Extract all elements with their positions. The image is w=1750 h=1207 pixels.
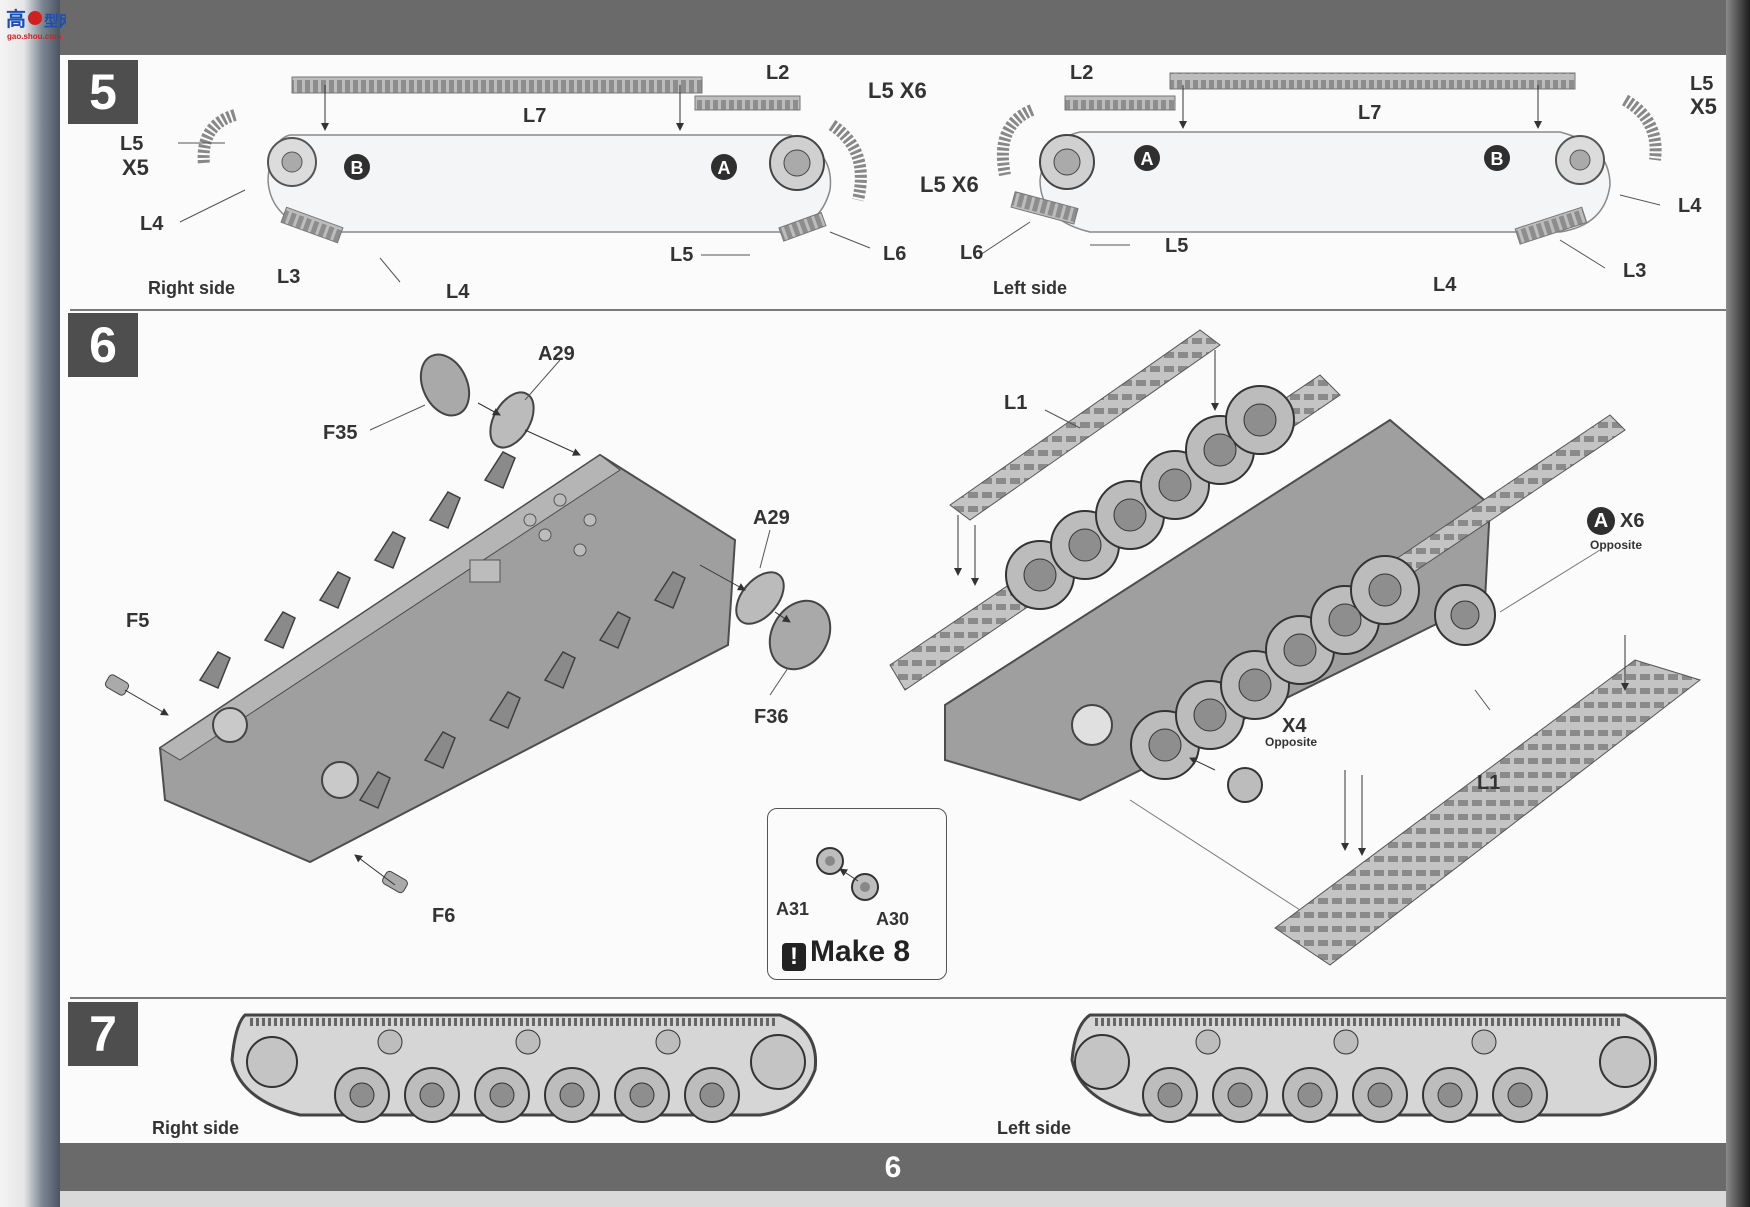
make-quantity: !Make 8 [782,935,910,971]
label-l7: L7 [1358,102,1382,124]
part-f6-icon [382,870,408,894]
scan-left-edge [0,0,60,1207]
step6-track-diagram [889,329,1702,966]
label-l7: L7 [523,105,547,127]
track-l5x6-curve [828,119,867,202]
track-l6 [1010,191,1079,225]
callout-a-icon [711,154,737,180]
label-l6: L6 [960,242,984,264]
scan-right-edge [1726,0,1750,1207]
make-quantity-text: Make 8 [810,935,911,968]
step5-right-diagram: B A [178,76,871,283]
callout-a-icon: A [1587,507,1615,535]
step-divider [70,309,1726,311]
label-l5: L5 [1690,73,1714,95]
track-l5-curve [1621,94,1662,161]
label-l4: L4 [140,213,164,235]
label-x5: X5 [1690,94,1717,119]
label-l5-x6: L5 X6 [868,78,927,103]
label-a31: A31 [776,899,810,919]
idler-wheel-icon [1074,1034,1130,1090]
right-side-caption: Right side [148,278,236,298]
step7-left-profile [1070,1013,1658,1123]
track-l5-curve [197,109,237,166]
step7-right-profile [230,1013,818,1123]
callout-b-label: B [1491,149,1504,169]
label-l5: L5 [670,244,694,266]
step-number-5: 5 [68,60,138,124]
logo-glyph: 高 [6,7,26,31]
label-l4: L4 [1433,274,1457,296]
callout-b-icon [344,154,370,180]
label-l5-x6: L5 X6 [920,172,979,197]
label-l1: L1 [1477,772,1501,794]
track-l7-upper [1169,72,1576,90]
sprocket-wheel-icon [1599,1036,1651,1088]
track-l7-upper [291,76,703,94]
label-a30: A30 [876,909,910,929]
right-side-caption: Right side [152,1118,240,1138]
callout-a-icon [1134,145,1160,171]
logo-line2: gao.shou.com [7,32,61,41]
step6-hull-diagram [104,353,832,894]
step-number-6: 6 [68,313,138,377]
callout-b-icon [1484,145,1510,171]
callout-a-label: A [718,158,731,178]
label-opposite: Opposite [1590,538,1643,552]
label-f36: F36 [754,706,789,728]
label-f5: F5 [126,610,150,632]
track-l1-upper [949,329,1221,521]
page-number: 6 [884,1151,902,1184]
left-side-caption: Left side [993,278,1068,298]
track-l5x6-curve [996,104,1035,177]
callout-a-label: A [1141,149,1154,169]
label-l4: L4 [1678,195,1702,217]
label-l2: L2 [1070,62,1094,84]
label-l3: L3 [277,266,301,288]
step-number-7: 7 [68,1002,138,1066]
label-opposite: Opposite [1265,735,1318,749]
left-side-caption: Left side [997,1118,1072,1138]
part-f35-icon [419,353,471,417]
label-f35: F35 [323,422,358,444]
callout-b-label: B [351,158,364,178]
warning-icon: ! [782,943,806,971]
footer-bar: 6 [60,1143,1726,1191]
step-divider [70,997,1726,999]
road-wheels [1005,385,1420,780]
track-outline [1039,131,1611,233]
track-l3 [1514,206,1588,245]
track-l3 [280,206,344,244]
label-x4: X4 [1282,715,1307,737]
label-a29: A29 [753,507,790,529]
make-8-callout: A31 A30 !Make 8 [767,808,947,980]
step5-left-diagram: A B [979,72,1662,269]
label-l4: L4 [446,281,470,303]
label-a29: A29 [538,343,575,365]
part-a29-top-icon [489,391,535,449]
track-run-lower [1274,659,1702,966]
label-x6: X6 [1620,510,1645,532]
label-l1: L1 [1004,392,1028,414]
track-l2 [1064,95,1176,111]
logo-mark-icon [28,11,42,25]
label-l6: L6 [883,243,907,265]
return-roller-x4-icon [1227,767,1263,803]
track-outline [267,134,832,233]
label-l5: L5 [120,133,144,155]
idler-wheel-icon [750,1034,806,1090]
label-l2: L2 [766,62,790,84]
label-x5: X5 [122,155,149,180]
label-f6: F6 [432,905,456,927]
part-a29-right-icon [735,571,785,625]
label-l3: L3 [1623,260,1647,282]
part-f5-icon [104,674,130,696]
track-l2 [694,95,801,111]
label-l5: L5 [1165,235,1189,257]
sprocket-wheel-icon [246,1036,298,1088]
track-l6 [778,211,827,242]
top-header-bar [60,0,1726,55]
